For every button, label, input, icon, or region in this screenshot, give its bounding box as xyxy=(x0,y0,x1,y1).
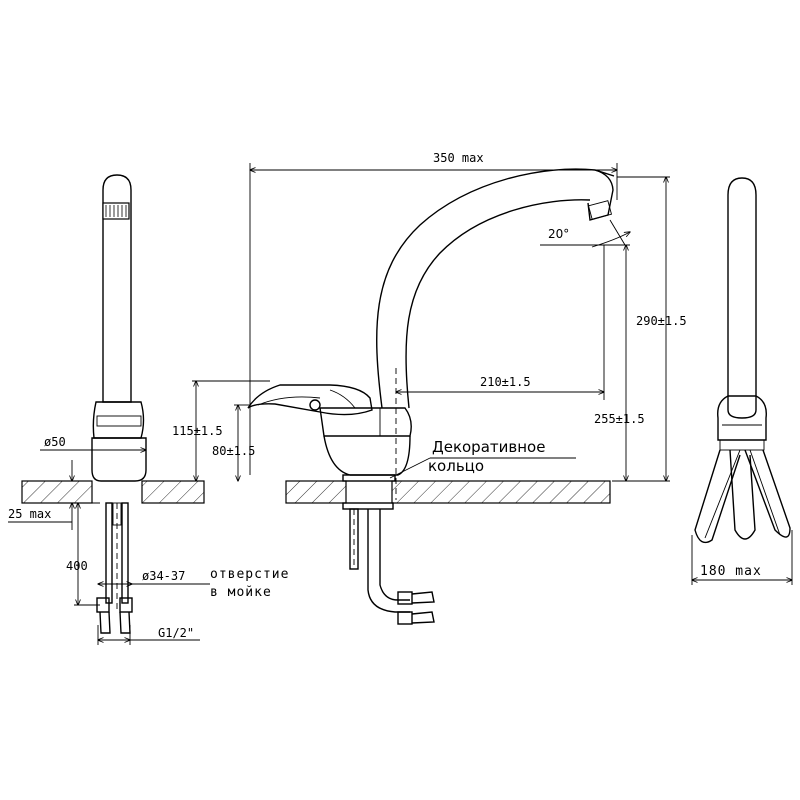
hole-label-1: отверстие xyxy=(210,567,289,582)
hose-length-label: 400 xyxy=(66,559,88,573)
spout-height-label: 255±1.5 xyxy=(594,412,645,426)
side-view-left xyxy=(91,174,147,634)
countertop-left xyxy=(21,480,205,504)
body-height-label: 80±1.5 xyxy=(212,444,255,458)
base-diameter-label: ø50 xyxy=(44,435,66,449)
spout-reach-label: 210±1.5 xyxy=(480,375,531,389)
hole-diameter-label: ø34-37 xyxy=(142,569,185,583)
mount-thickness-label: 25 max xyxy=(8,507,51,521)
countertop-center xyxy=(285,480,611,504)
dimension-lines xyxy=(8,163,792,645)
thread-label: G1/2" xyxy=(158,626,194,640)
angle-label: 20° xyxy=(548,227,569,241)
lever-height-label: 115±1.5 xyxy=(172,424,223,438)
handle-swing-label: 180 max xyxy=(700,564,762,579)
height-total-label: 290±1.5 xyxy=(636,314,687,328)
decorative-ring-label-1: Декоративное xyxy=(432,438,545,456)
decorative-ring-label-2: кольцо xyxy=(428,457,484,475)
side-view-right xyxy=(694,177,791,544)
width-max-label: 350 max xyxy=(433,151,484,165)
hole-label-2: в мойке xyxy=(210,585,272,600)
dimension-labels: 350 max 20° 290±1.5 210±1.5 255±1.5 115±… xyxy=(8,151,762,640)
